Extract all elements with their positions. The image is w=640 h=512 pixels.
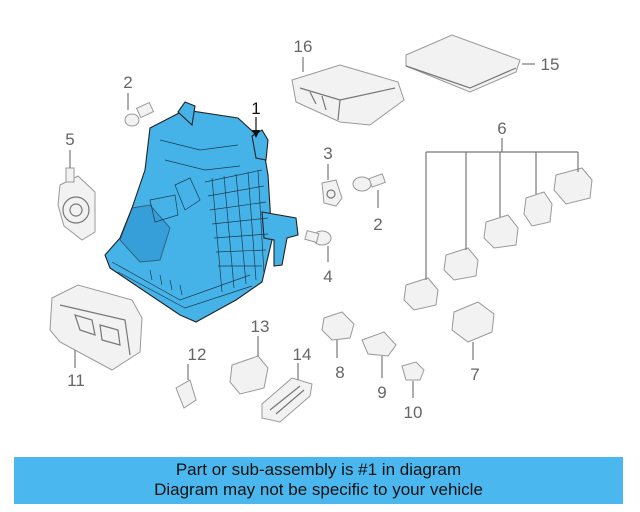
callout-8: 8 bbox=[335, 363, 344, 382]
callout-11: 11 bbox=[67, 371, 85, 390]
leader-lines bbox=[69, 57, 579, 398]
part-9[interactable] bbox=[361, 331, 397, 357]
part-2-screw-upper[interactable] bbox=[124, 101, 155, 127]
part-15[interactable] bbox=[405, 34, 521, 93]
callout-2-upper: 2 bbox=[123, 73, 132, 92]
callout-13: 13 bbox=[251, 317, 270, 336]
callout-12: 12 bbox=[188, 345, 207, 364]
part-5[interactable] bbox=[57, 167, 96, 241]
banner-line-1: Part or sub-assembly is #1 in diagram bbox=[175, 460, 462, 479]
callout-9: 9 bbox=[377, 383, 386, 402]
part-14[interactable] bbox=[261, 377, 313, 423]
part-7[interactable] bbox=[451, 301, 495, 343]
callout-15: 15 bbox=[541, 55, 560, 74]
info-banner: Part or sub-assembly is #1 in diagram Di… bbox=[14, 457, 623, 504]
part-3[interactable] bbox=[321, 179, 343, 207]
part-2-screw-right[interactable] bbox=[352, 173, 386, 192]
callout-7: 7 bbox=[470, 365, 479, 384]
part-13[interactable] bbox=[229, 355, 269, 395]
callout-5: 5 bbox=[65, 130, 74, 149]
banner-line-2: Diagram may not be specific to your vehi… bbox=[154, 480, 483, 499]
part-12[interactable] bbox=[175, 379, 197, 409]
callout-3: 3 bbox=[323, 144, 332, 163]
part-11[interactable] bbox=[49, 284, 143, 371]
part-8[interactable] bbox=[321, 311, 355, 341]
part-1-highlighted[interactable] bbox=[104, 101, 299, 323]
callout-2-right: 2 bbox=[373, 215, 382, 234]
part-16[interactable] bbox=[291, 64, 405, 126]
callout-10: 10 bbox=[404, 403, 423, 422]
callout-6: 6 bbox=[497, 119, 506, 138]
callout-16: 16 bbox=[294, 37, 313, 56]
parts-diagram: 1 2 2 3 4 5 6 7 8 9 10 11 12 13 14 15 16 bbox=[49, 34, 593, 423]
callout-14: 14 bbox=[293, 345, 312, 364]
part-10[interactable] bbox=[401, 361, 425, 381]
part-4[interactable] bbox=[304, 229, 332, 246]
callout-4: 4 bbox=[323, 267, 332, 286]
part-6-relays[interactable] bbox=[403, 167, 593, 311]
callout-numbers: 1 2 2 3 4 5 6 7 8 9 10 11 12 13 14 15 16 bbox=[65, 37, 559, 422]
callout-1: 1 bbox=[251, 99, 260, 118]
